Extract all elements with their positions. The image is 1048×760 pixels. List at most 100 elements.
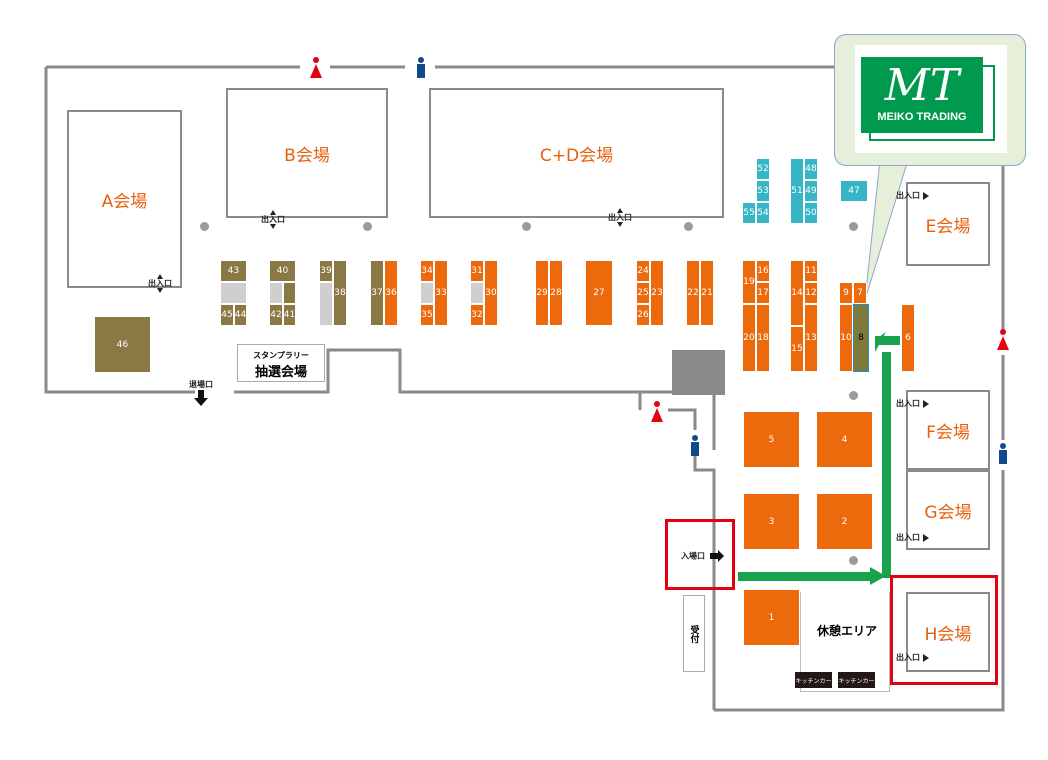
booth-30[interactable]: 30 [484, 260, 498, 326]
booth-53[interactable]: 53 [756, 180, 770, 202]
booth-44[interactable]: 44 [234, 304, 247, 326]
booth-24[interactable]: 24 [636, 260, 650, 282]
booth-25[interactable]: 25 [636, 282, 650, 304]
booth-15[interactable]: 15 [790, 326, 804, 372]
booth-46[interactable]: 46 [94, 316, 151, 373]
booth-29[interactable]: 29 [535, 260, 549, 326]
exit-entrance-e: 出入口 [896, 191, 936, 200]
booth-52[interactable]: 52 [756, 158, 770, 180]
hall-cd-label: C+D会場 [539, 145, 614, 166]
hall-f[interactable]: F会場 [906, 390, 990, 470]
booth-36[interactable]: 36 [384, 260, 398, 326]
lottery-venue[interactable]: スタンプラリー 抽選会場 [237, 344, 325, 382]
up-arrow-icon [617, 208, 623, 213]
booth-38[interactable]: 38 [333, 260, 347, 326]
booth-1[interactable]: 1 [743, 589, 800, 646]
exit-entrance-cd: 出入口 [605, 208, 635, 227]
booth-28[interactable]: 28 [549, 260, 563, 326]
booth-12[interactable]: 12 [804, 282, 818, 304]
hall-h-label: H会場 [924, 624, 972, 645]
exit-entrance-b: 出入口 [258, 210, 288, 229]
booth-41[interactable]: 41 [283, 304, 296, 326]
booth-51[interactable]: 51 [790, 158, 804, 224]
right-arrow-icon [923, 399, 929, 408]
booth-50[interactable]: 50 [804, 202, 818, 224]
booth-6[interactable]: 6 [901, 304, 915, 372]
restroom-male-icon [417, 57, 425, 78]
exit-entrance-a: 出入口 [145, 274, 175, 293]
logo-mark: MT MEIKO TRADING [861, 57, 983, 133]
hall-g[interactable]: G会場 [906, 470, 990, 550]
hall-b[interactable]: B会場 [226, 88, 388, 218]
pillar [363, 222, 372, 231]
booth-42[interactable]: 42 [269, 304, 283, 326]
booth-empty [319, 282, 333, 326]
booth-2[interactable]: 2 [816, 493, 873, 550]
rest-area[interactable]: 休憩エリア [800, 592, 890, 692]
logo-callout: MT MEIKO TRADING [834, 34, 1026, 166]
booth-54[interactable]: 54 [756, 202, 770, 224]
booth-17[interactable]: 17 [756, 282, 770, 304]
hall-cd[interactable]: C+D会場 [429, 88, 724, 218]
booth-16[interactable]: 16 [756, 260, 770, 282]
up-arrow-icon [157, 274, 163, 279]
booth-26[interactable]: 26 [636, 304, 650, 326]
exit-only: 退場口 [186, 380, 216, 406]
booth-47[interactable]: 47 [840, 180, 868, 202]
booth-10[interactable]: 10 [839, 304, 853, 372]
booth-23[interactable]: 23 [650, 260, 664, 326]
booth-20[interactable]: 20 [742, 304, 756, 372]
booth-43[interactable]: 43 [220, 260, 247, 282]
hall-e[interactable]: E会場 [906, 182, 990, 266]
booth-7[interactable]: 7 [853, 282, 867, 304]
hall-g-label: G会場 [924, 502, 972, 523]
booth-8-meiko-trading[interactable]: 8 [853, 304, 869, 372]
booth-40[interactable]: 40 [269, 260, 296, 282]
booth-14[interactable]: 14 [790, 260, 804, 326]
booth-5[interactable]: 5 [743, 411, 800, 468]
pillar [200, 222, 209, 231]
exit-entrance-g: 出入口 [896, 533, 936, 542]
reception-desk[interactable]: 受付 [683, 595, 705, 672]
entrance: 入場口 [681, 550, 731, 562]
booth-35[interactable]: 35 [420, 304, 434, 326]
booth-empty [220, 282, 247, 304]
booth-45[interactable]: 45 [220, 304, 234, 326]
booth-34[interactable]: 34 [420, 260, 434, 282]
hall-a[interactable]: A会場 [67, 110, 182, 288]
right-arrow-icon [923, 653, 929, 662]
right-arrow-icon [923, 191, 929, 200]
booth-33[interactable]: 33 [434, 260, 448, 326]
booth-9[interactable]: 9 [839, 282, 853, 304]
down-arrow-icon [270, 224, 276, 229]
booth-37[interactable]: 37 [370, 260, 384, 326]
booth-18[interactable]: 18 [756, 304, 770, 372]
booth-49[interactable]: 49 [804, 180, 818, 202]
storage-block [672, 350, 725, 395]
hall-h-highlight [890, 575, 998, 685]
kitchen-car-1: キッチンカー [795, 672, 832, 688]
booth-55[interactable]: 55 [742, 202, 756, 224]
lottery-venue-label: 抽選会場 [254, 365, 307, 380]
booth-11[interactable]: 11 [804, 260, 818, 282]
booth-48[interactable]: 48 [804, 158, 818, 180]
pillar [522, 222, 531, 231]
pillar [849, 556, 858, 565]
booth-4[interactable]: 4 [816, 411, 873, 468]
restroom-male-icon [999, 443, 1007, 464]
booth-13[interactable]: 13 [804, 304, 818, 372]
booth-empty [269, 282, 283, 304]
booth-3[interactable]: 3 [743, 493, 800, 550]
booth-27[interactable]: 27 [585, 260, 613, 326]
booth-31[interactable]: 31 [470, 260, 484, 282]
hall-h[interactable]: H会場 [906, 592, 990, 672]
booth-39[interactable]: 39 [319, 260, 333, 282]
booth-19[interactable]: 19 [742, 260, 756, 304]
hall-e-label: E会場 [925, 216, 971, 237]
booth-32[interactable]: 32 [470, 304, 484, 326]
rest-area-label: 休憩エリア [817, 624, 878, 638]
booth-21[interactable]: 21 [700, 260, 714, 326]
right-arrow-icon [923, 533, 929, 542]
booth-22[interactable]: 22 [686, 260, 700, 326]
